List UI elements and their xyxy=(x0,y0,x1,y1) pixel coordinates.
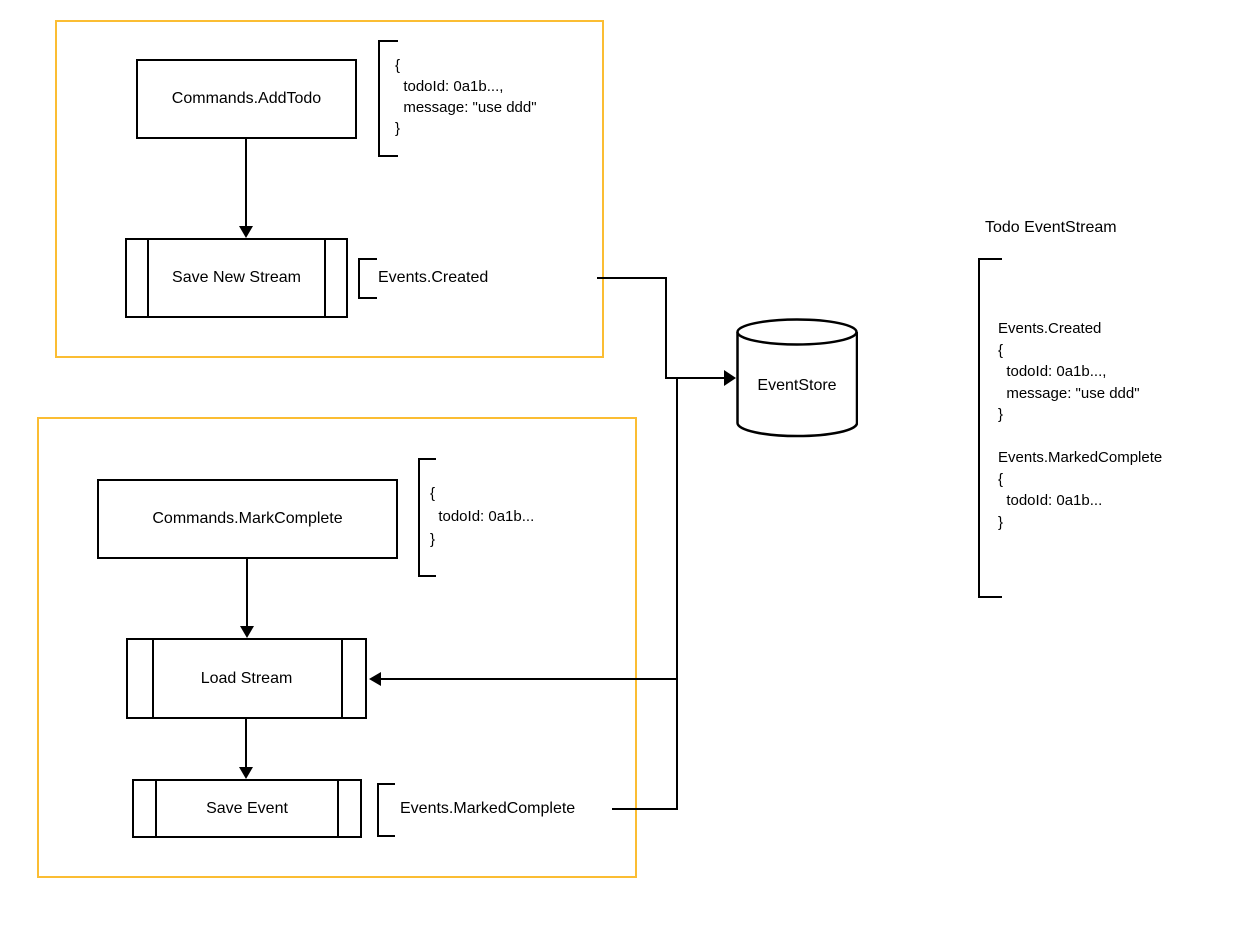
node-eventstore: EventStore xyxy=(736,318,858,440)
wire-into-eventstore xyxy=(665,377,724,379)
node-save-event: Save Event xyxy=(132,779,362,838)
node-commands-addtodo: Commands.AddTodo xyxy=(136,59,357,139)
node-commands-markcomplete: Commands.MarkComplete xyxy=(97,479,398,559)
connector-loadstream-to-saveevent xyxy=(245,719,247,768)
node-load-stream-label: Load Stream xyxy=(200,669,293,687)
database-cylinder-icon xyxy=(736,318,858,438)
node-commands-addtodo-label: Commands.AddTodo xyxy=(171,90,322,107)
node-save-new-stream-label: Save New Stream xyxy=(172,269,301,286)
bracket-addtodo-payload xyxy=(378,40,398,157)
inner-bar xyxy=(337,781,339,836)
event-stream-content: Events.Created { todoId: 0a1b..., messag… xyxy=(998,320,1163,531)
node-eventstore-label: EventStore xyxy=(757,377,837,394)
inner-bar xyxy=(155,781,157,836)
bracket-events-created xyxy=(358,258,377,299)
arrowhead-down-icon xyxy=(240,626,254,638)
wire-created-vertical xyxy=(665,277,667,379)
arrowhead-left-icon xyxy=(369,672,381,686)
inner-bar xyxy=(324,240,326,316)
node-save-new-stream: Save New Stream xyxy=(125,238,348,318)
wire-into-loadstream xyxy=(381,678,677,680)
bracket-events-markedcomplete xyxy=(377,783,395,837)
inner-bar xyxy=(341,640,343,717)
group-mark-complete-flow xyxy=(37,417,637,878)
inner-bar xyxy=(147,240,149,316)
node-save-event-label: Save Event xyxy=(206,799,288,817)
group-add-todo-flow xyxy=(55,20,604,358)
arrowhead-right-icon xyxy=(724,370,736,386)
arrowhead-down-icon xyxy=(239,767,253,779)
arrowhead-down-icon xyxy=(239,226,253,238)
events-created-label: Events.Created xyxy=(378,269,489,286)
addtodo-payload-text: { todoId: 0a1b..., message: "use ddd" } xyxy=(395,57,537,137)
connector-addtodo-to-savenewstream xyxy=(245,139,247,228)
bracket-event-stream xyxy=(978,258,1002,598)
connector-markcomplete-to-loadstream xyxy=(246,559,248,627)
event-stream-title: Todo EventStream xyxy=(985,219,1117,236)
wire-bus-vertical xyxy=(676,377,678,810)
wire-markedcomplete-horizontal xyxy=(612,808,678,810)
events-markedcomplete-label: Events.MarkedComplete xyxy=(400,800,576,817)
node-commands-markcomplete-label: Commands.MarkComplete xyxy=(152,510,343,527)
wire-created-horizontal xyxy=(597,277,667,279)
node-load-stream: Load Stream xyxy=(126,638,367,719)
bracket-markcomplete-payload xyxy=(418,458,436,577)
inner-bar xyxy=(152,640,154,717)
markcomplete-payload-text: { todoId: 0a1b... } xyxy=(430,485,535,548)
